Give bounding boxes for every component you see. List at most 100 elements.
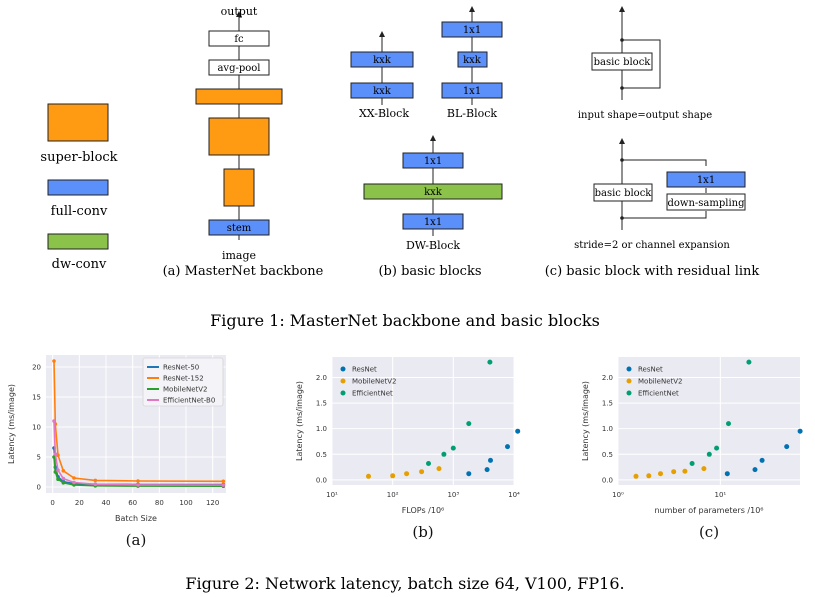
x-axis-label: number of parameters /10⁶ <box>654 506 763 515</box>
bottom-shortcut-conv <box>666 171 746 188</box>
scatter-point <box>701 466 707 472</box>
x-tick-label: 80 <box>155 499 164 507</box>
y-tick-label: 0.0 <box>316 476 327 484</box>
legend-swatch-full-conv <box>47 179 109 196</box>
super-block-1 <box>195 88 283 105</box>
dw-block-dwconv <box>363 183 503 200</box>
data-point <box>221 483 226 487</box>
plot-area <box>618 357 800 485</box>
scatter-point <box>488 457 493 463</box>
x-tick-label: 10⁴ <box>508 491 520 499</box>
y-tick-label: 2.0 <box>316 374 327 382</box>
avgpool-box <box>208 59 270 76</box>
x-tick-label: 10³ <box>447 491 459 499</box>
scatter-point <box>752 467 758 473</box>
scatter-point <box>390 473 396 479</box>
scatter-point <box>689 461 695 466</box>
legend-entry: ResNet <box>352 366 377 374</box>
scatter-point <box>436 466 442 472</box>
image-label: image <box>222 249 256 262</box>
y-tick-label: 2.0 <box>602 374 613 382</box>
data-point <box>56 477 60 482</box>
bl-block-conv-top <box>441 21 503 38</box>
super-block-3 <box>223 168 255 207</box>
x-axis-label: FLOPs /10⁶ <box>402 506 445 515</box>
data-point <box>72 480 76 485</box>
scatter-point <box>726 421 731 427</box>
scatter-point <box>404 471 410 477</box>
scatter-point <box>441 451 447 457</box>
stem-label: stem <box>227 223 252 234</box>
scatter-point <box>466 471 472 477</box>
dw-block-conv-top <box>402 152 464 169</box>
y-tick-label: 5 <box>37 454 41 462</box>
xx-block-name: XX-Block <box>359 107 409 120</box>
panel-c-caption: (c) basic block with residual link <box>545 264 760 279</box>
dw-block-label-top: 1x1 <box>424 156 442 167</box>
figure1-legend: super-block full-conv dw-conv <box>40 103 118 272</box>
x-tick-label: 20 <box>75 499 84 507</box>
panel-a-caption: (a) MasterNet backbone <box>163 264 324 279</box>
bottom-shortcut-conv-label: 1x1 <box>697 175 715 186</box>
legend-entry: MobileNetV2 <box>352 378 397 386</box>
data-point <box>52 419 56 423</box>
series-line <box>53 360 224 483</box>
scatter-point <box>450 445 456 451</box>
fc-label: fc <box>234 34 244 45</box>
y-axis-label: Latency (ms/image) <box>7 384 16 464</box>
bottom-residual-note: stride=2 or channel expansion <box>574 240 730 251</box>
legend-entry: ResNet <box>638 366 663 374</box>
data-point <box>93 478 98 483</box>
subfigure-label: (c) <box>699 523 719 541</box>
bottom-basic-block-box <box>593 183 653 202</box>
data-point <box>53 470 58 474</box>
super-block-2 <box>208 117 270 156</box>
scatter-point <box>633 473 639 479</box>
data-point <box>56 468 60 473</box>
legend-swatch-dw-conv <box>47 233 109 250</box>
legend-label-dw-conv: dw-conv <box>52 257 107 272</box>
xx-block-conv-top <box>350 51 414 68</box>
scatter-point <box>746 359 752 365</box>
fc-box <box>208 30 270 47</box>
scatter-point <box>724 471 730 477</box>
legend-label-super-block: super-block <box>40 150 117 165</box>
legend-entry: ResNet-50 <box>163 364 199 372</box>
data-point <box>72 476 76 480</box>
xx-block-label-bottom: kxk <box>373 86 392 97</box>
bl-block-label-top: 1x1 <box>463 25 481 36</box>
legend-entry: EfficientNet-B0 <box>163 397 215 405</box>
scatter-point <box>658 471 663 477</box>
subfigure-label: (a) <box>126 531 147 549</box>
top-basic-block-box <box>591 52 653 71</box>
scatter-point <box>419 469 425 475</box>
legend-marker <box>626 378 632 384</box>
data-point <box>61 476 66 481</box>
data-point <box>93 482 98 487</box>
figure1-caption: Figure 1: MasterNet backbone and basic b… <box>210 311 600 330</box>
x-tick-label: 10¹ <box>714 491 726 499</box>
stem-box <box>208 219 270 236</box>
y-tick-label: 1.5 <box>316 400 327 408</box>
bottom-basic-block-label: basic block <box>595 188 653 199</box>
xx-block-conv-bottom <box>350 82 414 99</box>
dw-block-label-bottom: 1x1 <box>424 217 442 228</box>
x-tick-label: 10⁰ <box>612 491 624 499</box>
scatter-point <box>426 461 431 466</box>
top-residual-note: input shape=output shape <box>578 110 712 121</box>
scatter-point <box>646 473 652 479</box>
x-tick-label: 120 <box>206 499 219 507</box>
panel-b-caption: (b) basic blocks <box>378 264 481 279</box>
data-point <box>61 469 66 473</box>
scatter-point <box>487 359 493 365</box>
panel-c-residual: basic block input shape=output shape bas… <box>545 6 760 279</box>
legend-entry: MobileNetV2 <box>638 378 683 386</box>
data-point <box>136 483 140 487</box>
x-tick-label: 10¹ <box>326 491 338 499</box>
y-tick-label: 1.0 <box>602 425 613 433</box>
data-point <box>221 479 226 484</box>
